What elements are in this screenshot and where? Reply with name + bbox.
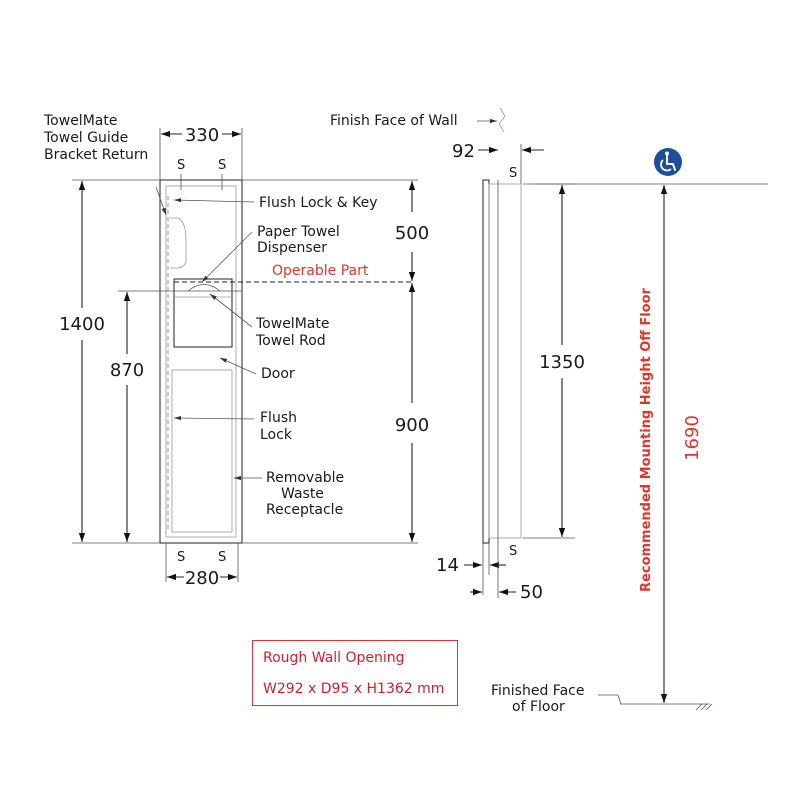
- label-towelmate-rod-1: TowelMate: [255, 316, 329, 332]
- dim-50: 50: [520, 582, 543, 603]
- label-paper-towel-1: Paper Towel: [257, 224, 340, 240]
- label-operable-part: Operable Part: [272, 263, 369, 279]
- label-towelmate-bracket-3: Bracket Return: [44, 147, 148, 163]
- leader-flush-lock-key: [173, 198, 255, 203]
- dim-500: 500: [395, 223, 429, 244]
- cabinet-inner-outline: [165, 185, 237, 538]
- dim-1400: 1400: [59, 314, 105, 335]
- dim-870: 870: [110, 360, 144, 381]
- rough-wall-opening-title: Rough Wall Opening: [263, 650, 405, 666]
- side-body: [488, 183, 522, 539]
- rough-wall-opening-box: Rough Wall Opening W292 x D95 x H1362 mm: [252, 640, 458, 706]
- bracket-return: [170, 217, 187, 269]
- label-waste-3: Receptacle: [266, 502, 343, 518]
- dim-1350: 1350: [539, 352, 585, 373]
- leader-paper-towel: [201, 231, 253, 283]
- floor-hatch: [695, 703, 713, 711]
- leader-flush-lock: [173, 415, 255, 421]
- towel-curve: [187, 284, 221, 292]
- waste-door: [171, 369, 233, 533]
- mounting-height-label: Recommended Mounting Height Off Floor: [639, 287, 654, 591]
- wheelchair-icon: [654, 148, 682, 176]
- label-finish-face-wall: Finish Face of Wall: [330, 113, 458, 129]
- label-towelmate-rod-2: Towel Rod: [255, 333, 326, 349]
- cabinet-outline: [159, 179, 243, 544]
- dispenser-upper: [173, 278, 233, 348]
- label-flush-lock-1: Flush: [260, 410, 297, 426]
- leader-door: [219, 357, 257, 375]
- side-flange: [482, 179, 490, 544]
- stud-mark: S: [509, 544, 517, 559]
- label-waste-1: Removable: [266, 470, 344, 486]
- dim-900: 900: [395, 415, 429, 436]
- label-towelmate-bracket-2: Towel Guide: [43, 130, 128, 146]
- dim-330: 330: [185, 125, 219, 146]
- label-flush-lock-key: Flush Lock & Key: [259, 195, 378, 211]
- label-finished-floor-1: Finished Face: [491, 683, 584, 699]
- leader-towelmate-rod: [209, 293, 253, 328]
- label-door: Door: [261, 366, 295, 382]
- leader-bracket: [155, 186, 167, 216]
- leader-finished-floor: [598, 694, 622, 705]
- rough-wall-opening-dims: W292 x D95 x H1362 mm: [263, 681, 445, 697]
- label-finished-floor-2: of Floor: [512, 699, 565, 715]
- stud-mark: S: [218, 158, 226, 173]
- label-paper-towel-2: Dispenser: [257, 240, 327, 256]
- mounting-height-value: 1690: [682, 415, 703, 461]
- stud-mark: S: [218, 550, 226, 565]
- wall-break: [498, 107, 506, 133]
- stud-mark: S: [177, 158, 185, 173]
- dim-14: 14: [436, 555, 459, 576]
- label-flush-lock-2: Lock: [260, 427, 293, 443]
- dim-92: 92: [452, 141, 475, 162]
- stud-mark: S: [509, 166, 517, 181]
- dim-280: 280: [185, 568, 219, 589]
- side-view: [482, 179, 522, 544]
- stud-mark: S: [177, 550, 185, 565]
- label-towelmate-bracket-1: TowelMate: [43, 113, 117, 129]
- label-waste-2: Waste: [281, 486, 324, 502]
